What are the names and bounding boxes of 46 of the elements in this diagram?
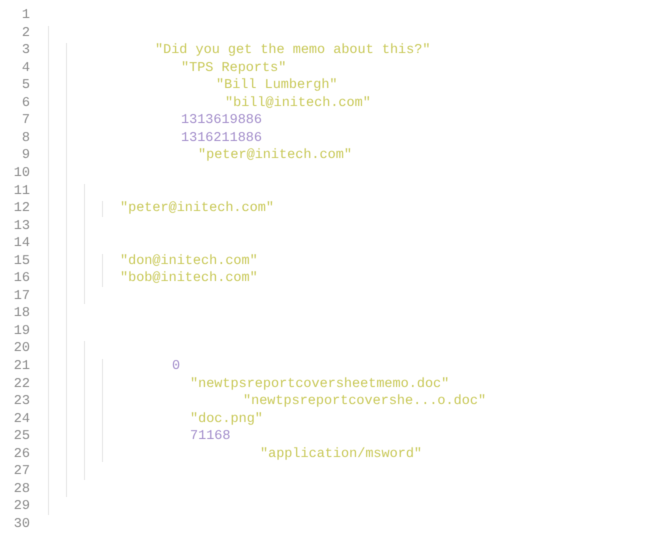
line-number: 18 xyxy=(12,305,30,322)
line-number: 10 xyxy=(12,164,30,182)
line-number: 21 xyxy=(12,358,30,375)
line-number: 25 xyxy=(12,428,30,446)
line-number: 19 xyxy=(12,322,30,340)
line-number: 4 xyxy=(20,60,30,77)
string-value: "application/msword" xyxy=(260,446,422,463)
string-value: "peter@initech.com" xyxy=(120,200,274,218)
line-number: 23 xyxy=(12,393,30,410)
number-value: 0 xyxy=(172,358,180,375)
string-value: "TPS Reports" xyxy=(181,60,286,77)
string-value: "peter@initech.com" xyxy=(198,147,352,164)
line-number: 27 xyxy=(12,463,30,480)
line-number: 7 xyxy=(20,112,30,130)
line-number: 8 xyxy=(20,130,30,147)
line-number: 13 xyxy=(12,218,30,235)
line-number: 24 xyxy=(12,410,30,428)
line-number: 26 xyxy=(12,446,30,463)
line-number: 9 xyxy=(20,147,30,164)
string-value: "Bill Lumbergh" xyxy=(216,77,338,94)
line-number: 15 xyxy=(12,252,30,270)
line-number: 3 xyxy=(20,42,30,60)
line-number: 22 xyxy=(12,376,30,393)
line-number: 1 xyxy=(20,7,30,24)
line-number: 28 xyxy=(12,480,30,498)
line-number: 17 xyxy=(12,288,30,305)
string-value: "newtpsreportcovershe...o.doc" xyxy=(243,393,486,410)
line-number: 11 xyxy=(12,182,30,200)
string-value: "bill@initech.com" xyxy=(225,94,371,112)
line-number: 2 xyxy=(20,24,30,42)
line-number: 16 xyxy=(12,270,30,288)
line-number: 6 xyxy=(20,94,30,112)
line-number: 30 xyxy=(12,516,30,533)
number-value: 71168 xyxy=(190,428,231,446)
string-value: "newtpsreportcoversheetmemo.doc" xyxy=(190,376,450,393)
line-number: 5 xyxy=(20,77,30,94)
string-value: "don@initech.com" xyxy=(120,252,258,270)
number-value: 1316211886 xyxy=(181,130,262,147)
number-value: 1313619886 xyxy=(181,112,262,130)
string-value: "Did you get the memo about this?" xyxy=(155,42,430,60)
line-number: 14 xyxy=(12,235,30,252)
string-value: "doc.png" xyxy=(190,410,263,428)
string-value: "bob@initech.com" xyxy=(120,270,258,288)
line-number: 12 xyxy=(12,200,30,218)
line-number: 29 xyxy=(12,498,30,516)
line-number: 20 xyxy=(12,340,30,358)
